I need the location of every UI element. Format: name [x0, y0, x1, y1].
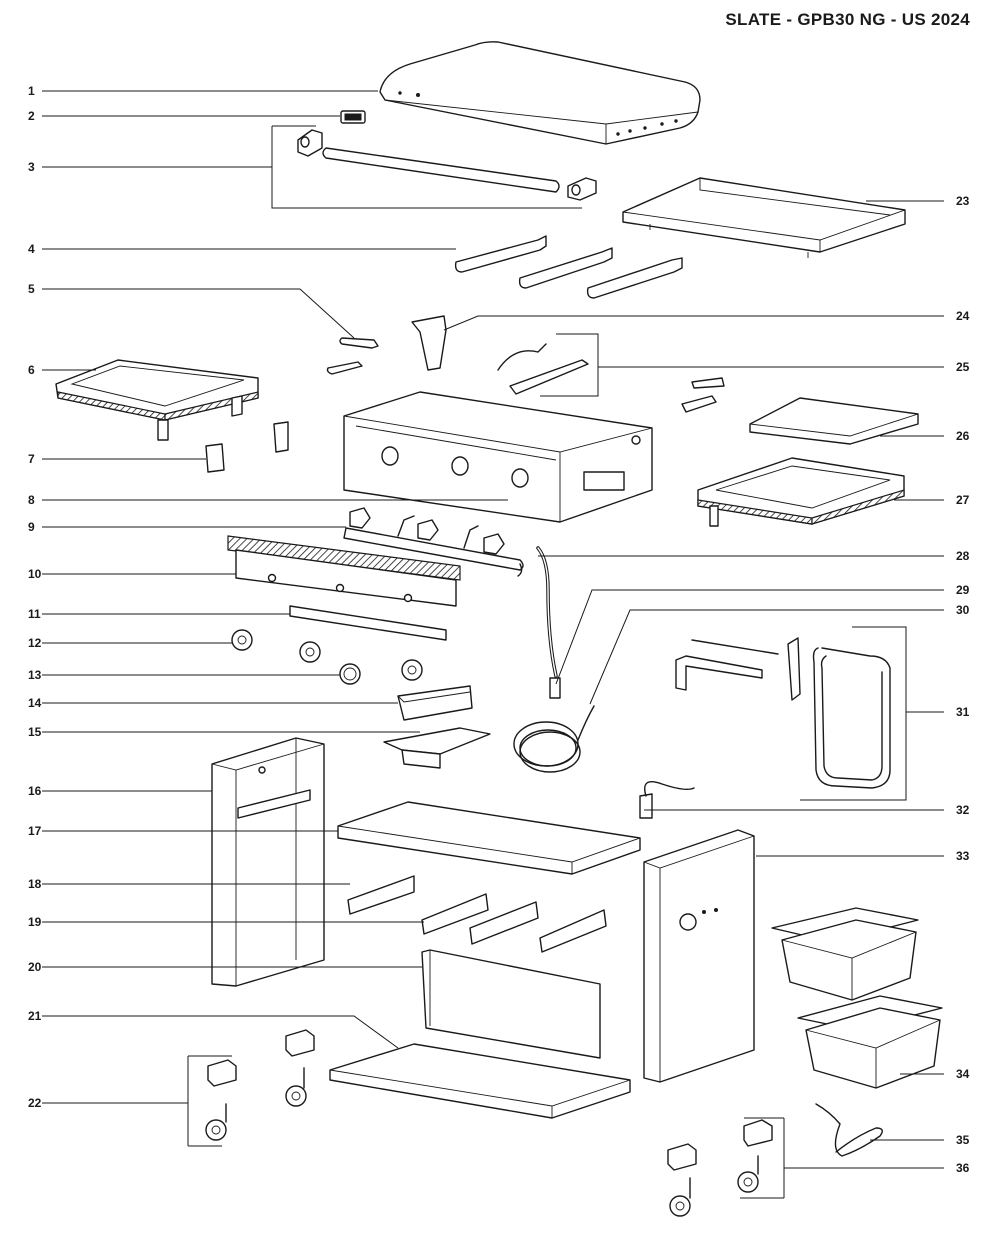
part-firebox: [343, 391, 653, 523]
part-wire: [815, 1103, 883, 1157]
callout-24: 24: [956, 309, 970, 323]
callout-2: 2: [28, 109, 35, 123]
part-right-shelf-plate: [749, 397, 919, 445]
part-right-side-frame: [697, 457, 905, 527]
diagram-title: SLATE - GPB30 NG - US 2024: [725, 10, 970, 29]
part-bezel: [339, 663, 361, 685]
callout-4: 4: [28, 242, 35, 256]
part-handle: [297, 129, 597, 201]
callout-11: 11: [28, 607, 41, 621]
callout-31: 31: [956, 705, 970, 719]
leader-lines: [42, 90, 944, 1199]
callout-18: 18: [28, 877, 42, 891]
part-door-frame: [675, 637, 891, 789]
part-back-panel: [421, 949, 601, 1059]
callout-35: 35: [956, 1133, 970, 1147]
part-heat-shield: [289, 605, 447, 641]
part-drip-tray: [397, 685, 473, 721]
part-brackets: [205, 421, 289, 473]
part-bottom-shelf: [329, 1043, 631, 1119]
callout-32: 32: [956, 803, 970, 817]
part-gas-hose: [536, 546, 561, 699]
part-storage-bins: [771, 907, 943, 1089]
callout-10: 10: [28, 567, 42, 581]
callout-6: 6: [28, 363, 35, 377]
part-small-clips: [681, 377, 725, 413]
part-igniter-bracket: [497, 343, 589, 395]
part-igniter: [639, 781, 695, 819]
callout-numbers: 1 2 3 4 5 6 7 8 9 10 11 12 13 14 15 16 1…: [28, 84, 970, 1175]
part-casters: [205, 1029, 773, 1217]
callout-13: 13: [28, 668, 42, 682]
callout-34: 34: [956, 1067, 970, 1081]
callout-27: 27: [956, 493, 970, 507]
callout-28: 28: [956, 549, 970, 563]
callout-19: 19: [28, 915, 42, 929]
part-badge: [340, 110, 366, 124]
part-left-side-frame: [55, 359, 259, 441]
part-supply-hose: [513, 705, 595, 773]
part-control-panel: [227, 535, 461, 607]
callout-5: 5: [28, 282, 35, 296]
callout-12: 12: [28, 636, 42, 650]
callout-9: 9: [28, 520, 35, 534]
callout-30: 30: [956, 603, 970, 617]
callout-17: 17: [28, 824, 42, 838]
callout-29: 29: [956, 583, 970, 597]
callout-33: 33: [956, 849, 970, 863]
part-grease-cup: [411, 315, 447, 371]
part-cross-brackets: [347, 875, 607, 953]
callout-23: 23: [956, 194, 970, 208]
part-griddle-top: [622, 177, 906, 258]
callout-8: 8: [28, 493, 35, 507]
callout-1: 1: [28, 84, 35, 98]
part-right-cart-panel: [643, 829, 755, 1083]
callout-15: 15: [28, 725, 42, 739]
part-gas-manifold: [343, 507, 524, 577]
part-knobs: [231, 629, 423, 681]
callout-7: 7: [28, 452, 35, 466]
callout-25: 25: [956, 360, 970, 374]
callout-20: 20: [28, 960, 42, 974]
callout-22: 22: [28, 1096, 42, 1110]
callout-16: 16: [28, 784, 42, 798]
part-lid: [379, 41, 701, 145]
callout-21: 21: [28, 1009, 42, 1023]
callout-26: 26: [956, 429, 970, 443]
callout-3: 3: [28, 160, 35, 174]
callout-36: 36: [956, 1161, 970, 1175]
callout-14: 14: [28, 696, 42, 710]
part-left-cart-panel: [211, 737, 325, 987]
part-burner-tubes: [454, 235, 683, 299]
part-grease-tray: [383, 727, 491, 769]
part-cart-top-shelf: [337, 801, 641, 875]
part-clips: [326, 337, 379, 375]
